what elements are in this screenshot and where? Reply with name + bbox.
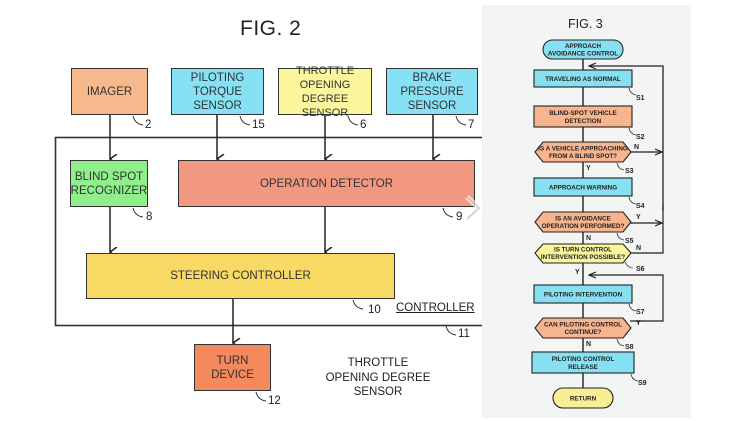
- flow-decision-s6: IS TURN CONTROL INTERVENTION POSSIBLE? N…: [534, 243, 645, 276]
- svg-text:RELEASE: RELEASE: [568, 364, 598, 371]
- flow-decision-s8: CAN PILOTING CONTROL CONTINUE? Y N S8: [534, 317, 641, 351]
- svg-text:APPROACH: APPROACH: [565, 43, 601, 50]
- svg-text:PILOTING INTERVENTION: PILOTING INTERVENTION: [544, 292, 623, 299]
- svg-text:OPERATION PERFORMED?: OPERATION PERFORMED?: [542, 223, 625, 230]
- leader-15: [239, 115, 251, 126]
- steering-controller-label: STEERING CONTROLLER: [170, 270, 311, 282]
- svg-text:RETURN: RETURN: [570, 396, 597, 403]
- blind-spot-recognizer-label: BLIND SPOT RECOGNIZER: [70, 170, 148, 197]
- svg-text:S1: S1: [636, 95, 645, 102]
- loop-back-to-s7: [589, 275, 664, 322]
- svg-text:AVOIDANCE CONTROL: AVOIDANCE CONTROL: [548, 51, 618, 58]
- controller-label: CONTROLLER: [396, 302, 475, 314]
- leader-6: [347, 115, 359, 126]
- svg-text:S2: S2: [636, 134, 645, 141]
- svg-text:Y: Y: [636, 214, 641, 221]
- leader-8: [132, 207, 144, 218]
- fig2-title: FIG. 2: [240, 17, 302, 40]
- ref-throttle: 6: [360, 119, 367, 131]
- svg-text:N: N: [586, 341, 591, 348]
- svg-text:BLIND-SPOT VEHICLE: BLIND-SPOT VEHICLE: [549, 110, 617, 117]
- blind-spot-recognizer-block: BLIND SPOT RECOGNIZER: [70, 160, 148, 207]
- svg-text:Y: Y: [586, 165, 591, 172]
- svg-text:PILOTING CONTROL: PILOTING CONTROL: [552, 356, 615, 363]
- turn-device-label: TURN DEVICE: [211, 354, 254, 381]
- flow-decision-s3: IS A VEHICLE APPROACHING FROM A BLIND SP…: [534, 141, 639, 175]
- ref-steering-controller: 10: [368, 304, 381, 316]
- ref-imager: 2: [145, 119, 152, 131]
- ref-turn-device: 12: [268, 395, 281, 407]
- ref-piloting-torque: 15: [252, 119, 265, 131]
- operation-detector-block: OPERATION DETECTOR: [178, 160, 475, 207]
- svg-text:INTERVENTION POSSIBLE?: INTERVENTION POSSIBLE?: [541, 254, 625, 261]
- leader-2: [132, 115, 144, 126]
- flow-step-s1: TRAVELING AS NORMAL S1: [533, 69, 645, 102]
- ref-controller: 11: [458, 328, 470, 340]
- svg-text:TRAVELING AS NORMAL: TRAVELING AS NORMAL: [545, 76, 621, 83]
- imager-block: IMAGER: [71, 68, 148, 115]
- leader-9: [442, 207, 454, 218]
- svg-text:S9: S9: [638, 380, 647, 387]
- svg-text:N: N: [586, 235, 591, 242]
- svg-text:S4: S4: [636, 203, 645, 210]
- s6-no-branch: [630, 205, 664, 254]
- leader-10: [352, 299, 364, 310]
- chevron-right-icon[interactable]: [463, 195, 483, 221]
- turn-device-block: TURN DEVICE: [194, 344, 271, 391]
- brake-pressure-sensor-block: BRAKE PRESSURE SENSOR: [386, 68, 478, 115]
- svg-text:CONTINUE?: CONTINUE?: [565, 329, 602, 336]
- steering-controller-block: STEERING CONTROLLER: [86, 253, 395, 299]
- piloting-torque-sensor-block: PILOTING TORQUE SENSOR: [171, 68, 264, 115]
- operation-detector-label: OPERATION DETECTOR: [259, 177, 394, 190]
- svg-text:S7: S7: [636, 309, 645, 316]
- ref-brake: 7: [468, 119, 475, 131]
- flow-step-s4: APPROACH WARNING S4: [533, 177, 645, 210]
- ref-blind-spot-recognizer: 8: [146, 211, 153, 223]
- flow-decision-s5: IS AN AVOIDANCE OPERATION PERFORMED? Y N…: [534, 211, 641, 245]
- floating-throttle-label: THROTTLE OPENING DEGREE SENSOR: [325, 357, 431, 398]
- flow-step-s7: PILOTING INTERVENTION S7: [533, 284, 645, 316]
- flow-step-s9: PILOTING CONTROL RELEASE S9: [531, 351, 647, 387]
- leader-11: [445, 325, 457, 336]
- ref-operation-detector: 9: [456, 211, 463, 223]
- svg-text:DETECTION: DETECTION: [565, 118, 602, 125]
- piloting-torque-sensor-label: PILOTING TORQUE SENSOR: [190, 71, 245, 112]
- leader-7: [455, 115, 467, 126]
- imager-label: IMAGER: [86, 85, 133, 98]
- svg-text:CAN PILOTING CONTROL: CAN PILOTING CONTROL: [544, 322, 622, 329]
- throttle-sensor-block: THROTTLE OPENING DEGREE SENSOR: [278, 65, 372, 119]
- svg-text:FROM A BLIND SPOT?: FROM A BLIND SPOT?: [549, 153, 617, 160]
- throttle-sensor-label: THROTTLE OPENING DEGREE SENSOR: [295, 64, 355, 119]
- svg-text:S5: S5: [625, 238, 634, 245]
- brake-pressure-sensor-label: BRAKE PRESSURE SENSOR: [400, 71, 464, 112]
- flow-start: APPROACH AVOIDANCE CONTROL: [542, 39, 624, 60]
- svg-text:IS A VEHICLE APPROACHING: IS A VEHICLE APPROACHING: [538, 146, 628, 153]
- fig3-title: FIG. 3: [568, 17, 603, 31]
- svg-text:S3: S3: [625, 168, 634, 175]
- svg-text:Y: Y: [636, 320, 641, 327]
- flow-step-s2: BLIND-SPOT VEHICLE DETECTION S2: [533, 105, 645, 141]
- leader-12: [255, 391, 267, 402]
- svg-text:IS AN AVOIDANCE: IS AN AVOIDANCE: [555, 216, 610, 223]
- flow-end: RETURN: [552, 387, 614, 409]
- svg-text:S8: S8: [625, 344, 634, 351]
- svg-text:IS TURN CONTROL: IS TURN CONTROL: [554, 247, 612, 254]
- svg-text:APPROACH WARNING: APPROACH WARNING: [549, 185, 617, 192]
- loop-back-to-s1: [589, 66, 664, 211]
- svg-text:S6: S6: [636, 266, 645, 273]
- svg-text:N: N: [634, 144, 639, 151]
- svg-text:Y: Y: [575, 269, 580, 276]
- svg-text:N: N: [636, 245, 641, 252]
